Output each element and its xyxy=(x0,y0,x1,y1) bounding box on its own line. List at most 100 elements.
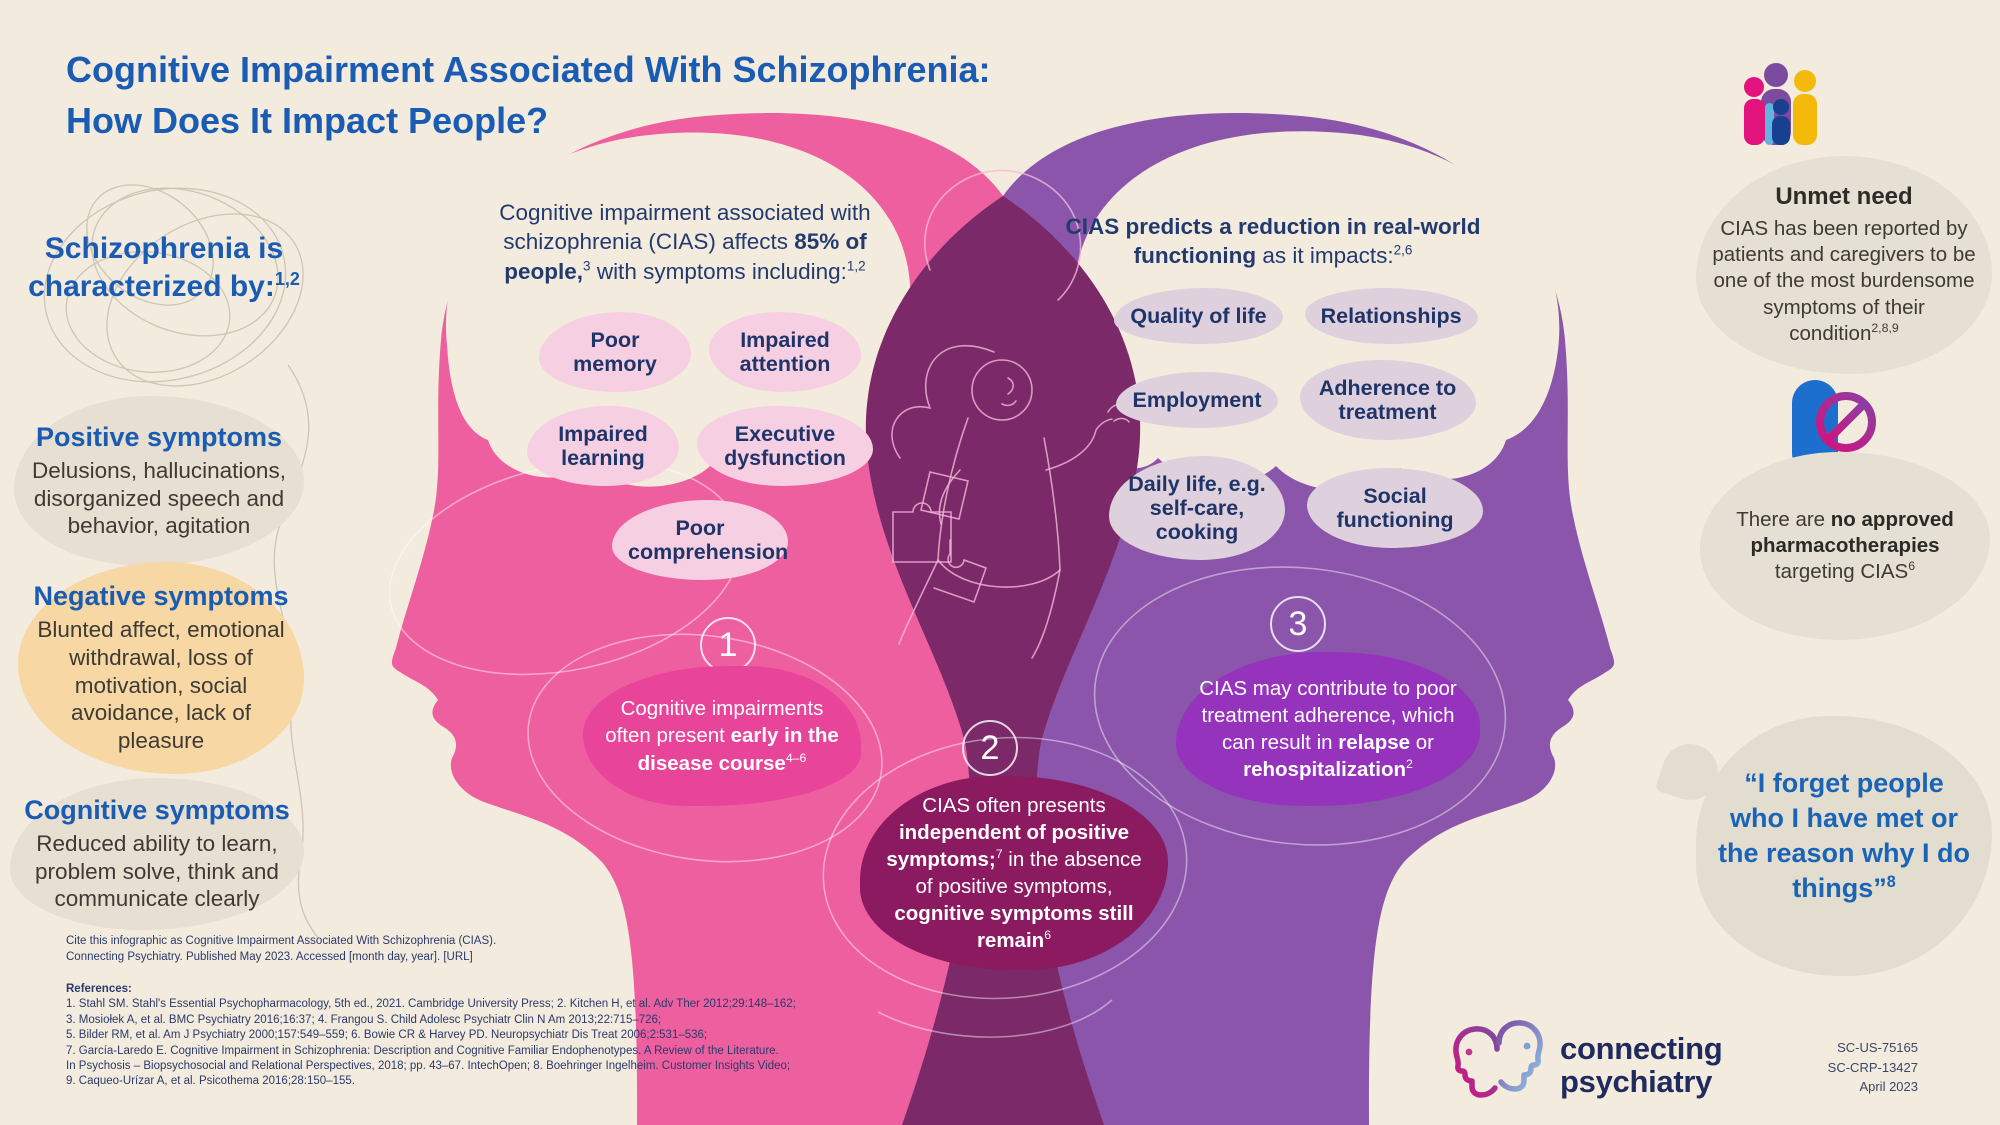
positive-symptoms-title: Positive symptoms xyxy=(35,421,283,452)
reference-line: 1. Stahl SM. Stahl's Essential Psychopha… xyxy=(66,998,796,1011)
bubble-adherence-to-treatment: Adherence to treatment xyxy=(1299,360,1476,441)
pharma-pre: There are xyxy=(1736,507,1831,531)
logo-heads-icon xyxy=(1450,1020,1546,1111)
step-1-number: 1 xyxy=(700,617,756,673)
pharma-post: targeting CIAS xyxy=(1774,560,1909,584)
heads-overlap-region xyxy=(865,196,1141,1125)
step-3-sup: 2 xyxy=(1406,757,1413,772)
left-panel-heading: Schizophrenia is characterized by:1,2 xyxy=(28,230,300,307)
pink-head-intro: Cognitive impairment associated with sch… xyxy=(468,198,902,286)
positive-symptoms-card: Positive symptoms Delusions, hallucinati… xyxy=(14,396,304,566)
purple-head-intro: CIAS predicts a reduction in real-world … xyxy=(1058,212,1488,271)
bubble-employment: Employment xyxy=(1116,372,1278,429)
unmet-need-card: Unmet need CIAS has been reported by pat… xyxy=(1696,156,1992,374)
unmet-need-body: CIAS has been reported by patients and c… xyxy=(1712,216,1976,346)
purple-intro-bold: CIAS predicts a reduction in real-world … xyxy=(1065,214,1481,269)
reference-line: 5. Bilder RM, et al. Am J Psychiatry 200… xyxy=(66,1029,708,1042)
positive-symptoms-body: Delusions, hallucinations, disorganized … xyxy=(32,457,286,539)
step-2-pre: CIAS often presents xyxy=(922,793,1106,817)
left-panel-heading-sup: 1,2 xyxy=(274,269,300,290)
job-code-1: SC-US-75165 xyxy=(1837,1040,1918,1055)
pink-brain-region xyxy=(445,132,911,487)
step-2-card: CIAS often presents independent of posit… xyxy=(860,776,1168,970)
reference-line: 3. Mosiołek A, et al. BMC Psychiatry 201… xyxy=(66,1013,662,1026)
no-pharmacotherapies-text: There are no approved pharmacotherapies … xyxy=(1722,507,1968,585)
pink-intro-pre: Cognitive impairment associated with sch… xyxy=(499,200,871,255)
pink-intro-mid: with symptoms including: xyxy=(590,258,847,284)
bubble-poor-memory: Poor memory xyxy=(539,312,691,393)
step-3-bold2: rehospitalization xyxy=(1243,758,1407,782)
step-3-bold1: relapse xyxy=(1338,731,1411,754)
page-title-line2: How Does It Impact People? xyxy=(66,100,549,142)
people-group-icon xyxy=(1742,62,1818,167)
connecting-psychiatry-logo: connecting psychiatry xyxy=(1450,1020,1723,1111)
reference-line: In Psychosis – Biopsychosocial and Relat… xyxy=(66,1060,791,1073)
quote-body: “I forget people who I have met or the r… xyxy=(1717,768,1971,904)
logo-word-1: connecting xyxy=(1560,1030,1723,1066)
reference-line: 7. García-Laredo E. Cognitive Impairment… xyxy=(66,1044,779,1057)
bubble-executive-dysfunction: Executive dysfunction xyxy=(697,406,873,487)
step-2-number: 2 xyxy=(962,720,1018,776)
page-title-line1: Cognitive Impairment Associated With Sch… xyxy=(66,49,991,90)
bubble-quality-of-life: Quality of life xyxy=(1114,288,1283,345)
citation-line2: Connecting Psychiatry. Published May 202… xyxy=(66,950,473,963)
reference-line: 9. Caqueo-Urízar A, et al. Psicothema 20… xyxy=(66,1075,355,1088)
pharma-bold: no approved pharmacotherapies xyxy=(1750,507,1954,557)
unmet-need-body-text: CIAS has been reported by patients and c… xyxy=(1712,217,1976,345)
step-2-sup1: 7 xyxy=(995,847,1003,862)
bubble-impaired-attention: Impaired attention xyxy=(709,312,861,393)
pink-intro-sup2: 1,2 xyxy=(846,258,866,273)
pink-intro-bold: 85% of people, xyxy=(504,229,867,284)
step-1-sup: 4–6 xyxy=(785,750,807,765)
step-2-mid: in the absence of positive symptoms, xyxy=(915,847,1142,898)
puzzle-person-illustration xyxy=(891,169,1130,659)
step-3-card: CIAS may contribute to poor treatment ad… xyxy=(1176,652,1480,806)
step-3-mid: or xyxy=(1410,731,1434,754)
left-panel-heading-text: Schizophrenia is characterized by: xyxy=(28,232,284,304)
cognitive-symptoms-card: Cognitive symptoms Reduced ability to le… xyxy=(10,778,304,930)
job-code-2: SC-CRP-13427 xyxy=(1827,1059,1918,1075)
logo-word-2: psychiatry xyxy=(1560,1063,1713,1099)
cognitive-symptoms-body: Reduced ability to learn, problem solve,… xyxy=(35,830,279,912)
bubble-poor-comprehension: Poor comprehension xyxy=(612,500,788,581)
no-pharmacotherapies-card: There are no approved pharmacotherapies … xyxy=(1700,452,1990,640)
step-1-pre: Cognitive impairments often present xyxy=(605,697,824,748)
negative-symptoms-body: Blunted affect, emotional withdrawal, lo… xyxy=(37,616,285,754)
quote-sup: 8 xyxy=(1886,873,1896,892)
brain-scribble-icon xyxy=(43,184,319,939)
job-codes: SC-US-75165 SC-CRP-13427 April 2023 xyxy=(1786,1038,1918,1097)
step-1-bold: early in the disease course xyxy=(637,724,839,775)
purple-impact-bubbles: Quality of life Relationships Employment… xyxy=(1094,288,1498,561)
page-title: Cognitive Impairment Associated With Sch… xyxy=(66,44,990,146)
step-2-text: CIAS often presents independent of posit… xyxy=(882,792,1146,954)
step-3-pre: CIAS may contribute to poor treatment ad… xyxy=(1199,676,1457,754)
step-3-number: 3 xyxy=(1270,596,1326,652)
purple-intro-sup: 2,6 xyxy=(1393,242,1413,258)
references-label: References: xyxy=(66,983,132,995)
job-code-date: April 2023 xyxy=(1859,1079,1918,1094)
step-1-card: Cognitive impairments often present earl… xyxy=(583,666,861,806)
patient-quote-text: “I forget people who I have met or the r… xyxy=(1716,766,1972,906)
pink-symptom-bubbles: Poor memory Impaired attention Impaired … xyxy=(500,312,900,581)
step-2-bold1: independent of positive symptoms; xyxy=(886,820,1130,871)
unmet-need-sup: 2,8,9 xyxy=(1871,320,1899,335)
purple-intro-mid: as it impacts: xyxy=(1256,243,1394,269)
bubble-relationships: Relationships xyxy=(1304,288,1478,345)
bubble-social-functioning: Social functioning xyxy=(1307,468,1483,549)
pharma-sup: 6 xyxy=(1908,559,1916,574)
negative-symptoms-title: Negative symptoms xyxy=(33,580,289,611)
logo-wordmark: connecting psychiatry xyxy=(1560,1030,1723,1099)
citation-note: Cite this infographic as Cognitive Impai… xyxy=(66,934,496,966)
bubble-impaired-learning: Impaired learning xyxy=(527,406,679,487)
pink-intro-sup1: 3 xyxy=(583,258,591,273)
step-3-text: CIAS may contribute to poor treatment ad… xyxy=(1196,675,1460,783)
step-2-bold2: cognitive symptoms still remain xyxy=(894,902,1134,953)
unmet-need-title: Unmet need xyxy=(1775,183,1913,211)
patient-quote-bubble: “I forget people who I have met or the r… xyxy=(1696,716,1992,976)
step-1-text: Cognitive impairments often present earl… xyxy=(603,695,841,776)
references-block: References: 1. Stahl SM. Stahl's Essenti… xyxy=(66,982,796,1090)
negative-symptoms-card: Negative symptoms Blunted affect, emotio… xyxy=(18,562,304,774)
citation-line1: Cite this infographic as Cognitive Impai… xyxy=(66,935,497,947)
cognitive-symptoms-title: Cognitive symptoms xyxy=(24,794,290,825)
